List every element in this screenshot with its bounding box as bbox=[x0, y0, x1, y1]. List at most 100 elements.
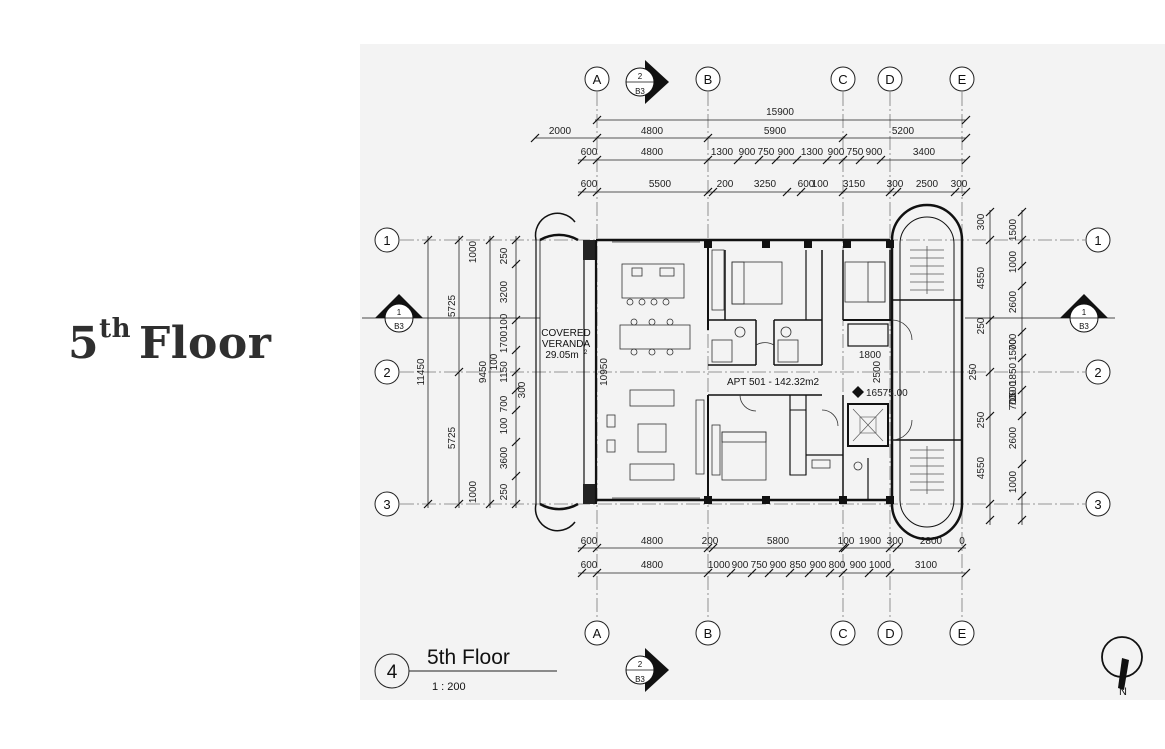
dim-l5-1: 100 bbox=[499, 313, 510, 330]
dim-t4-3: 3250 bbox=[754, 179, 777, 190]
dim-r2-8: 1000 bbox=[1008, 470, 1019, 493]
section-marker-top: 2 B3 bbox=[625, 60, 669, 104]
dim-l4-6: 1000 bbox=[468, 480, 479, 503]
dim-r1-0: 300 bbox=[976, 213, 987, 230]
svg-text:E: E bbox=[958, 626, 967, 641]
dim-b2-2: 1000 bbox=[708, 560, 731, 571]
svg-text:1: 1 bbox=[1094, 233, 1101, 248]
coffee-table bbox=[637, 423, 667, 453]
grid-bubble-1-left: 1 bbox=[374, 227, 400, 253]
dim-l4-3: 1150 bbox=[499, 361, 510, 383]
dim-r3-0: 700 bbox=[1008, 333, 1019, 350]
dimension-texts-left: 11450 5725 5725 9450 1000 3200 1700 1150… bbox=[416, 240, 528, 503]
dim-t3-4: 750 bbox=[758, 147, 775, 158]
grid-bubble-3-right: 3 bbox=[1085, 491, 1111, 517]
dim-r2-1: 1000 bbox=[1008, 250, 1019, 273]
dim-b1-8: 0 bbox=[959, 536, 965, 547]
dim-t4-8: 2500 bbox=[916, 179, 939, 190]
veranda-label-1: COVERED bbox=[541, 328, 590, 339]
svg-text:C: C bbox=[838, 72, 847, 87]
grid-bubble-b-top: B bbox=[695, 66, 721, 92]
dim-t3-8: 750 bbox=[847, 147, 864, 158]
dimension-texts-bottom: 600 4800 200 5800 100 1900 300 2800 0 60… bbox=[581, 536, 966, 571]
title-block-scale: 1 : 200 bbox=[432, 681, 466, 693]
dim-t3-2: 1300 bbox=[711, 147, 734, 158]
svg-text:1: 1 bbox=[397, 308, 402, 317]
svg-text:2: 2 bbox=[638, 72, 643, 81]
dim-t3-3: 900 bbox=[739, 147, 756, 158]
dim-b1-0: 600 bbox=[581, 536, 598, 547]
dim-t4-1: 5500 bbox=[649, 179, 672, 190]
dim-b1-7: 2800 bbox=[920, 536, 943, 547]
dim-b2-7: 900 bbox=[810, 560, 827, 571]
dim-t4-7: 300 bbox=[887, 179, 904, 190]
dim-r2-5: 1500 bbox=[1008, 380, 1019, 403]
dim-r2-6: 700 bbox=[1008, 393, 1019, 410]
svg-text:2: 2 bbox=[1094, 365, 1101, 380]
apartment-label: APT 501 - 142.32m2 bbox=[727, 377, 820, 388]
dim-t2-1: 4800 bbox=[641, 126, 664, 137]
grid-bubble-e-top: E bbox=[949, 66, 975, 92]
dim-l4-4: 700 bbox=[499, 395, 510, 412]
dim-r2-7: 2600 bbox=[1008, 426, 1019, 449]
grid-bubble-c-bottom: C bbox=[830, 620, 856, 646]
dim-b2-10: 1000 bbox=[869, 560, 892, 571]
grid-bubble-2-left: 2 bbox=[374, 359, 400, 385]
dim-r1-3: 250 bbox=[976, 411, 987, 428]
dim-t4-4: 600 bbox=[798, 179, 815, 190]
sofa-bottom bbox=[629, 463, 675, 481]
dim-t2-0: 2000 bbox=[549, 126, 572, 137]
veranda-area: 29.05m bbox=[545, 350, 578, 361]
svg-text:1: 1 bbox=[1082, 308, 1087, 317]
svg-text:C: C bbox=[838, 626, 847, 641]
dim-t4-6: 3150 bbox=[843, 179, 866, 190]
dim-b1-4: 100 bbox=[838, 536, 855, 547]
dim-l2-1: 5725 bbox=[447, 426, 458, 449]
dim-r3-2: 250 bbox=[968, 363, 979, 380]
north-arrow-icon: N bbox=[1101, 636, 1143, 698]
dim-t4-2: 200 bbox=[717, 179, 734, 190]
dining-table bbox=[619, 324, 691, 350]
dim-t3-10: 3400 bbox=[913, 147, 936, 158]
dim-l4-1: 3200 bbox=[499, 280, 510, 303]
title-block-number: 4 bbox=[387, 662, 398, 683]
grid-bubble-2-right: 2 bbox=[1085, 359, 1111, 385]
grid-bubble-c-top: C bbox=[830, 66, 856, 92]
dim-l4-2: 1700 bbox=[499, 330, 510, 353]
dim-r1-2: 250 bbox=[976, 317, 987, 334]
svg-text:A: A bbox=[593, 72, 602, 87]
svg-text:B3: B3 bbox=[394, 322, 404, 331]
dim-t2-2: 5900 bbox=[764, 126, 787, 137]
building-walls bbox=[534, 203, 964, 541]
dim-l4-0: 1000 bbox=[468, 240, 479, 263]
north-label: N bbox=[1119, 686, 1127, 698]
dim-l5-2: 100 bbox=[499, 417, 510, 434]
dim-b2-3: 900 bbox=[732, 560, 749, 571]
svg-text:E: E bbox=[958, 72, 967, 87]
kitchen-island bbox=[621, 263, 685, 299]
svg-text:B3: B3 bbox=[1079, 322, 1089, 331]
veranda-label-2: VERANDA bbox=[542, 339, 591, 350]
dim-b2-9: 900 bbox=[850, 560, 867, 571]
dim-t3-1: 4800 bbox=[641, 147, 664, 158]
dim-l2-0: 5725 bbox=[447, 294, 458, 317]
dim-b2-11: 3100 bbox=[915, 560, 938, 571]
svg-text:B: B bbox=[704, 626, 713, 641]
dim-t4-9: 300 bbox=[951, 179, 968, 190]
section-marker-bottom: 2 B3 bbox=[625, 648, 669, 692]
column-bubbles-top: A B C D E bbox=[584, 66, 975, 92]
dim-l1: 11450 bbox=[416, 358, 427, 386]
furniture bbox=[606, 246, 944, 494]
grid-bubble-d-top: D bbox=[877, 66, 903, 92]
svg-text:D: D bbox=[885, 626, 894, 641]
dim-b2-5: 900 bbox=[770, 560, 787, 571]
dim-b2-4: 750 bbox=[751, 560, 768, 571]
dim-t3-7: 900 bbox=[828, 147, 845, 158]
dim-interior-0: 10950 bbox=[599, 358, 610, 386]
svg-text:2: 2 bbox=[383, 365, 390, 380]
veranda-area-unit: 2 bbox=[584, 350, 588, 356]
svg-text:1: 1 bbox=[383, 233, 390, 248]
dimension-ticks bbox=[423, 115, 1027, 578]
bed-1 bbox=[731, 261, 783, 305]
dim-l5-5: 250 bbox=[499, 483, 510, 500]
